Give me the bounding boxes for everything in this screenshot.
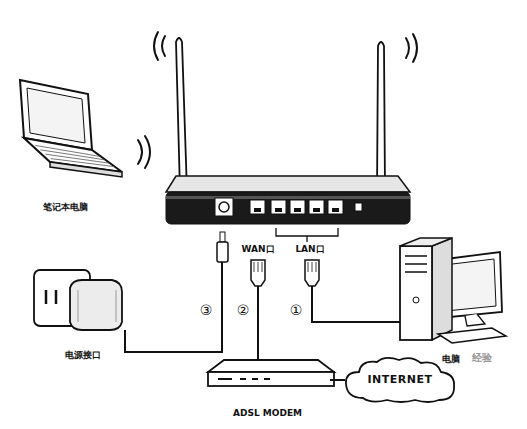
network-line — [330, 379, 345, 381]
modem-front — [208, 372, 334, 386]
antenna — [176, 38, 187, 192]
modem-top — [208, 360, 334, 372]
adapter-detail — [78, 290, 116, 322]
antenna — [377, 42, 385, 192]
power-jack — [215, 198, 233, 216]
router-stripe — [166, 196, 410, 199]
router-front — [166, 192, 410, 224]
node-label: 电源接口 — [65, 350, 101, 360]
callout-number: ③ — [200, 303, 213, 318]
monitor-stand — [465, 314, 485, 326]
laptop-base-edge — [50, 162, 122, 177]
router-top — [166, 176, 410, 192]
port-label: WAN口 — [241, 245, 274, 255]
internet-cloud: INTERNET — [345, 356, 455, 404]
power-jack — [219, 202, 229, 212]
rj45-contacts — [254, 262, 262, 272]
laptop-keyboard — [35, 145, 114, 166]
power-socket-node: 电源接口 — [28, 262, 138, 360]
power-adapter — [70, 280, 122, 330]
wifi-wave — [138, 140, 142, 164]
wan-cable — [257, 286, 259, 360]
lan-port — [309, 200, 324, 214]
power-plug — [220, 232, 225, 242]
laptop-node: 笔记本电脑 — [5, 70, 125, 212]
reset-button — [355, 203, 362, 211]
pc-node: 电脑 — [392, 236, 510, 364]
lan-bracket — [276, 228, 338, 242]
keyboard — [438, 328, 506, 343]
watermark: 经验 — [472, 352, 492, 363]
node-label: 笔记本电脑 — [43, 202, 88, 212]
cloud-label: INTERNET — [367, 374, 432, 387]
pc-tower — [400, 246, 432, 340]
power-plug — [217, 242, 228, 262]
socket-slots — [46, 290, 56, 304]
laptop-display — [27, 88, 85, 143]
rj45-plug — [251, 260, 265, 286]
lan-port — [328, 200, 343, 214]
rj45-plug — [305, 260, 319, 286]
drive-bays — [405, 256, 427, 272]
modem-leds — [218, 378, 270, 380]
modem-node: ADSL MODEM — [205, 352, 330, 418]
wifi-wave — [154, 32, 158, 60]
lan-port — [271, 200, 286, 214]
lan-cable — [312, 286, 400, 322]
rj45-contacts — [308, 262, 316, 272]
callout-number: ② — [237, 303, 250, 318]
wifi-wave — [413, 34, 417, 62]
power-button — [413, 297, 419, 303]
power-cable — [125, 262, 222, 352]
wifi-wave — [406, 38, 409, 58]
wifi-wave — [145, 136, 150, 168]
node-label: ADSL MODEM — [233, 408, 302, 418]
callout-number: ① — [290, 303, 303, 318]
port-label: LAN口 — [295, 245, 324, 255]
lan-port — [290, 200, 305, 214]
pc-tower-top — [400, 238, 452, 246]
wan-port — [250, 200, 265, 214]
wifi-wave — [162, 36, 165, 56]
node-label: 电脑 — [442, 354, 460, 364]
pc-tower-side — [432, 238, 452, 340]
